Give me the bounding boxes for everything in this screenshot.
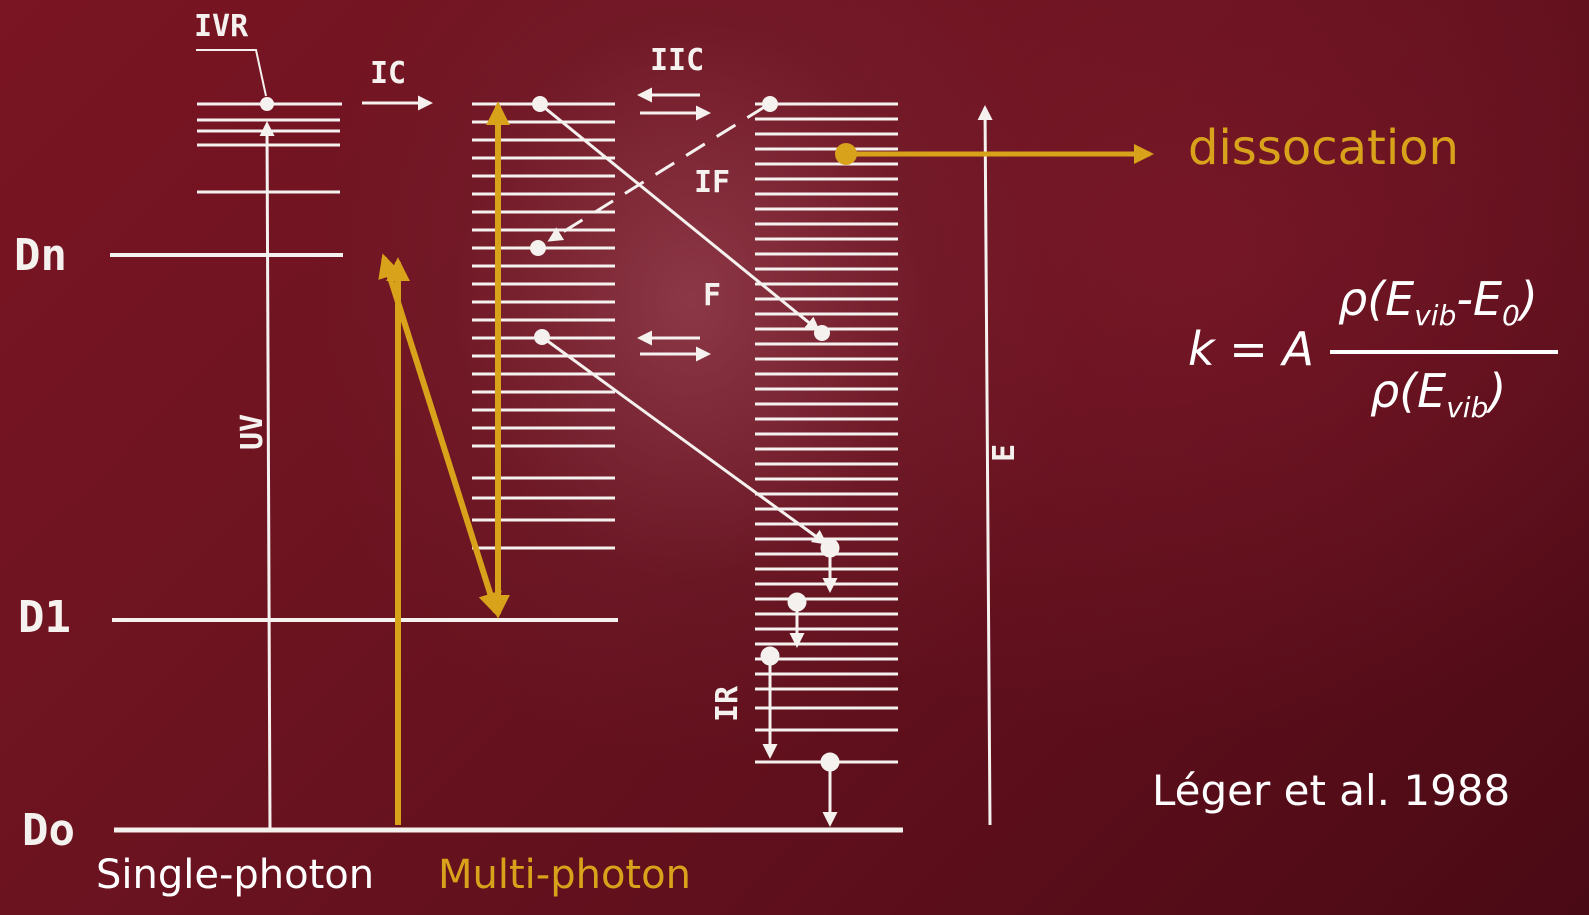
formula-numerator: ρ(Evib-E0) [1338, 272, 1538, 332]
ivr-label: IVR [194, 9, 249, 44]
ir-cascade [760, 538, 840, 827]
formula-fraction-bar [1330, 350, 1558, 354]
f-label: F [703, 278, 721, 313]
level-dn-label: Dn [14, 230, 67, 281]
single-photon-label: Single-photon [96, 852, 375, 898]
dn-vibrational-levels [197, 102, 342, 194]
lower-diagonal-arrow [541, 335, 828, 545]
citation: Léger et al. 1988 [1152, 766, 1511, 815]
formula-denominator: ρ(Evib) [1370, 364, 1507, 424]
uv-absorption-arrow [259, 121, 275, 831]
ir-label: IR [710, 685, 745, 722]
ivr-pointer-line [196, 49, 267, 97]
energy-axis-label: E [987, 444, 1022, 462]
ivr-population-dot [260, 97, 274, 111]
d0-vibrational-manifold [755, 102, 898, 764]
level-d1-label: D1 [18, 592, 71, 643]
iic-label: IIC [650, 43, 704, 78]
level-d0-label: Do [22, 805, 75, 856]
energy-axis-arrow [977, 105, 993, 826]
ic-label: IC [370, 56, 406, 91]
formula-lhs: k = A [1188, 322, 1314, 376]
multi-photon-label: Multi-photon [438, 852, 691, 898]
rate-formula: k = A ρ(Evib-E0) ρ(Evib) [1188, 270, 1568, 440]
if-start-dot [762, 96, 778, 112]
d1-vibrational-manifold [472, 102, 615, 550]
if-end-dot [530, 240, 546, 256]
if-label: IF [694, 165, 730, 200]
f-end-dot [814, 325, 830, 341]
f-arrow [539, 102, 821, 332]
if-dashed-arrow [547, 104, 767, 242]
multiphoton-diagonal-arrow [378, 253, 502, 617]
uv-label: UV [235, 414, 270, 450]
dissociation-label: dissocation [1188, 120, 1459, 176]
